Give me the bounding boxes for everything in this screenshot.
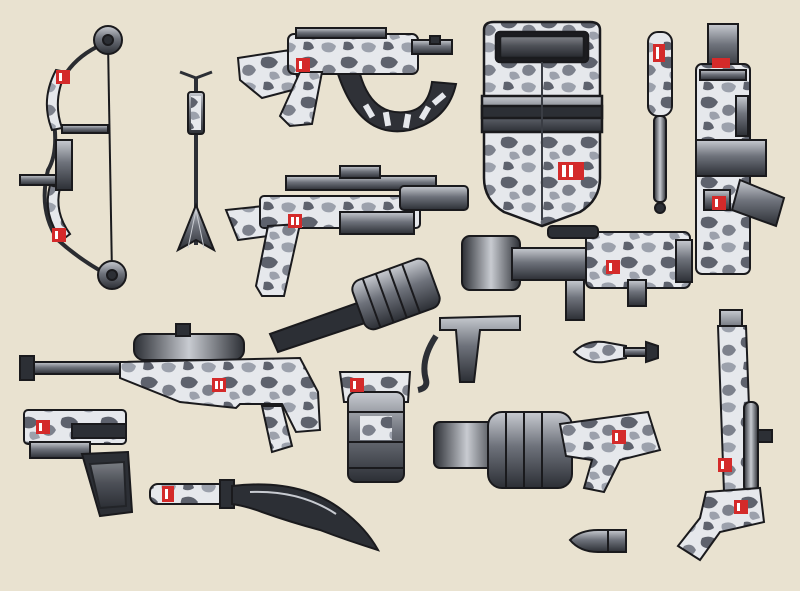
grenade-launcher-icon xyxy=(433,410,662,494)
rocket-shell-icon xyxy=(572,340,659,364)
pump-shotgun-icon xyxy=(224,165,469,297)
long-rifle-icon xyxy=(676,309,773,562)
submachine-gun-icon xyxy=(236,27,458,133)
baton-icon xyxy=(647,31,673,214)
bullet-icon xyxy=(568,529,627,553)
flamethrower-icon xyxy=(268,257,521,483)
hand-cannon-icon xyxy=(695,23,786,275)
compound-bow-icon xyxy=(19,25,127,290)
arrow-icon xyxy=(176,70,216,253)
pistol-icon xyxy=(23,409,134,518)
machete-icon xyxy=(149,479,381,552)
riot-shield-icon xyxy=(480,20,604,228)
sniper-rifle-icon xyxy=(19,323,322,454)
rocket-launcher-icon xyxy=(461,225,693,321)
